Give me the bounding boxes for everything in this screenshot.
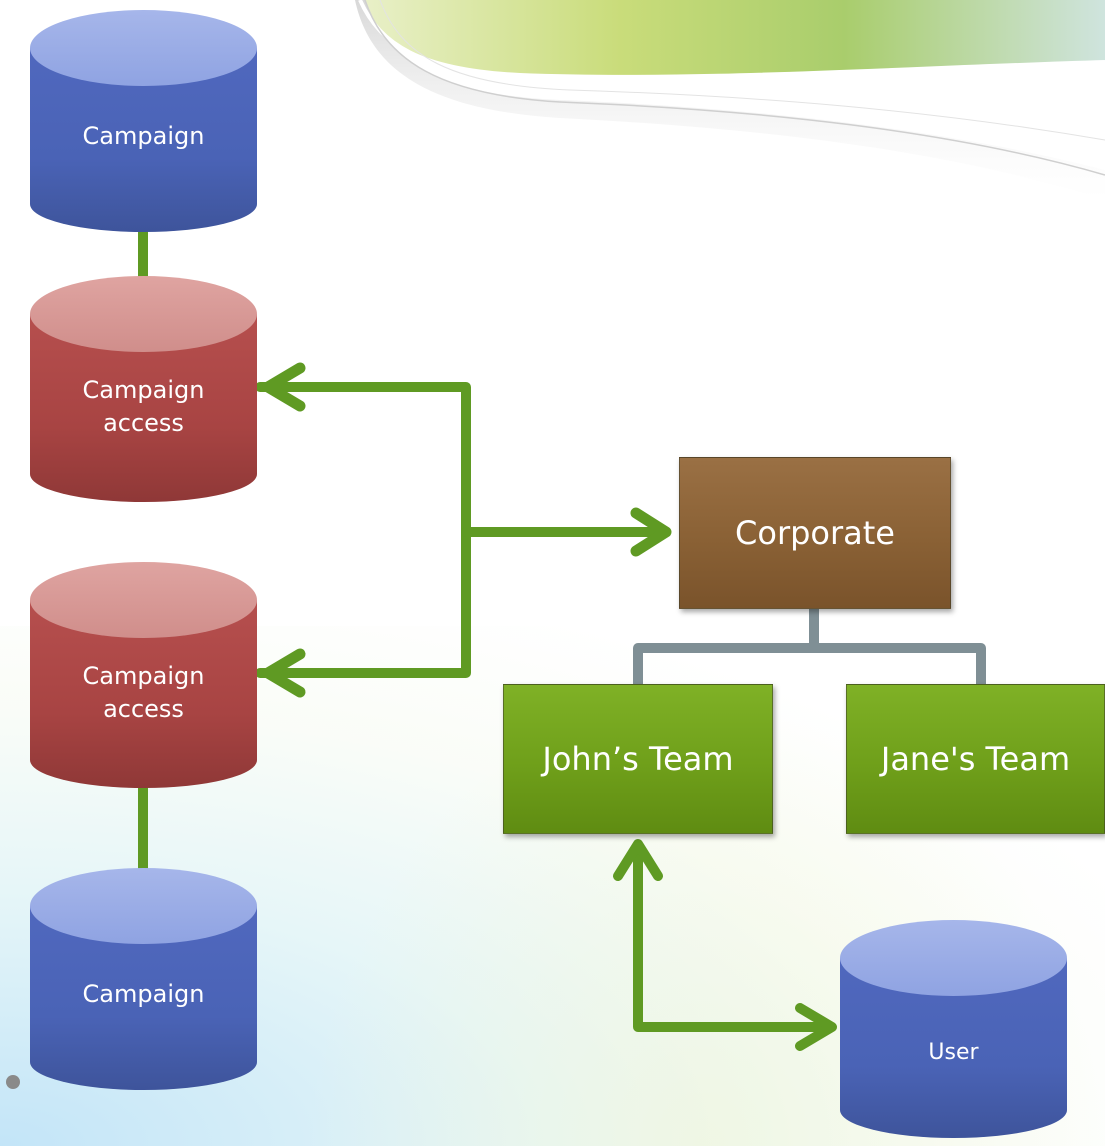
campaign-label-top: Campaign (82, 121, 205, 150)
campaign-access-cylinder-bottom: Campaign access (30, 562, 257, 788)
johns-team-box: John’s Team (503, 684, 773, 834)
user-label: User (928, 1039, 979, 1065)
bullet-dot (6, 1075, 20, 1089)
corporate-box: Corporate (679, 457, 951, 609)
campaign-access-label-bottom: Campaign access (82, 662, 205, 723)
campaign-access-cylinder-top: Campaign access (30, 276, 257, 502)
user-team-connector (633, 843, 835, 1032)
access-bus-connector (255, 382, 670, 678)
janes-team-box: Jane's Team (846, 684, 1105, 834)
arrow-to-campaign-access-top (262, 362, 306, 412)
arrow-to-corporate (630, 507, 672, 557)
user-cylinder: User (840, 920, 1067, 1138)
campaign-cylinder-top: Campaign (30, 10, 257, 232)
arrow-to-user (795, 1003, 837, 1051)
arrow-to-johns-team (613, 839, 663, 881)
hierarchy-connector (633, 608, 986, 684)
johns-team-label: John’s Team (542, 740, 734, 778)
corporate-label: Corporate (735, 514, 895, 552)
janes-team-label: Jane's Team (880, 740, 1071, 778)
arrow-to-campaign-access-bottom (262, 648, 306, 698)
campaign-access-label-top: Campaign access (82, 376, 205, 437)
campaign-label-bottom: Campaign (82, 979, 205, 1008)
decorative-swoosh (355, 0, 1105, 200)
campaign-cylinder-bottom: Campaign (30, 868, 257, 1090)
